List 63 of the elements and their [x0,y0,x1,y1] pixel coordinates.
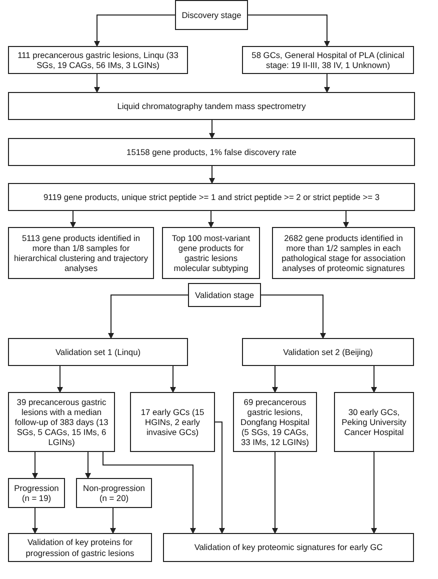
arrow [208,210,214,228]
box-text: Top 100 most-variant gene products for gastric lesions molecular subtyping [170,232,252,274]
arrow [248,14,330,47]
process-box [272,227,415,279]
process-box [242,46,414,74]
arrow [94,14,176,47]
box-text: Validation of key proteins for progression of gastric lesions [24,537,136,558]
arrow [343,210,349,228]
box-text: 9119 gene products, unique strict peptide >= 1 and strict peptide >= 2 or strict peptide >= 3 [44,192,380,202]
process-box [8,338,188,366]
process-box [175,0,248,30]
box-text: Validation set 2 (Beijing) [283,346,373,358]
arrow [170,366,176,393]
box-text: Non-progression (n = 20) [82,482,146,504]
arrow [108,294,188,339]
box-text: Validation of key proteomic signatures for early GC [194,542,383,553]
process-box [8,392,115,452]
process-box [163,533,414,562]
arrow [272,452,278,534]
process-box [8,183,415,211]
process-box [334,392,414,452]
box-text: Validation stage [195,290,254,300]
arrow [70,210,76,228]
process-box [8,478,65,508]
process-box [130,392,215,452]
arrow [214,422,225,534]
process-box [8,46,188,74]
process-box [8,533,152,562]
box-text: 111 precancerous gastric lesions, Linqu (33 SGs, 19 CAGs, 56 IMs, 3 LGINs) [16,50,180,70]
arrow [209,166,215,184]
box-text: 30 early GCs, Peking University Cancer Hospital [340,406,408,438]
arrow [85,452,91,479]
arrow [32,508,38,534]
arrow [371,452,377,534]
box-text: 39 precancerous gastric lesions with a median follow-up of 383 days (13 SGs, 5 CAGs, 15 IMs, 6 LGINs) [14,396,110,448]
box-text: 5113 gene products identified in more than 1/8 samples for hierarchical clustering and trajectory analyses [12,232,150,274]
arrow [272,366,278,393]
arrow [32,452,38,479]
arrow [102,452,196,534]
box-text: 69 precancerous gastric lesions, Dongfang Hospital (5 SGs, 19 CAGs, 33 IMs, 12 LGINs) [240,396,310,448]
process-box [233,392,317,452]
arrow [260,294,326,339]
arrow [324,74,330,93]
arrow [110,508,116,534]
box-text: 15158 gene products, 1% false discovery rate [126,146,296,158]
box-text: Discovery stage [182,10,242,20]
arrow [94,74,100,93]
process-box [76,478,152,508]
box-text: 58 GCs, General Hospital of PLA (clinical stage: 19 II-III, 38 IV, 1 Unknown) [250,50,406,70]
arrow [209,120,215,139]
box-text: Validation set 1 (Linqu) [55,346,141,358]
process-box [8,227,154,279]
arrow [57,366,63,393]
box-text: Progression (n = 19) [13,482,60,504]
box-text: 17 early GCs (15 HGINs, 2 early invasive GCs) [140,406,206,438]
process-box [8,92,415,120]
box-text: 2682 gene products identified in more than 1/2 samples in each pathological stage for association analyses of proteomic signatures [280,232,406,274]
process-box [188,283,261,307]
process-box [162,227,260,279]
process-box [242,338,414,366]
arrow [371,366,377,393]
process-box [8,138,415,166]
box-text: Liquid chromatography tandem mass spectrometry [117,100,306,112]
